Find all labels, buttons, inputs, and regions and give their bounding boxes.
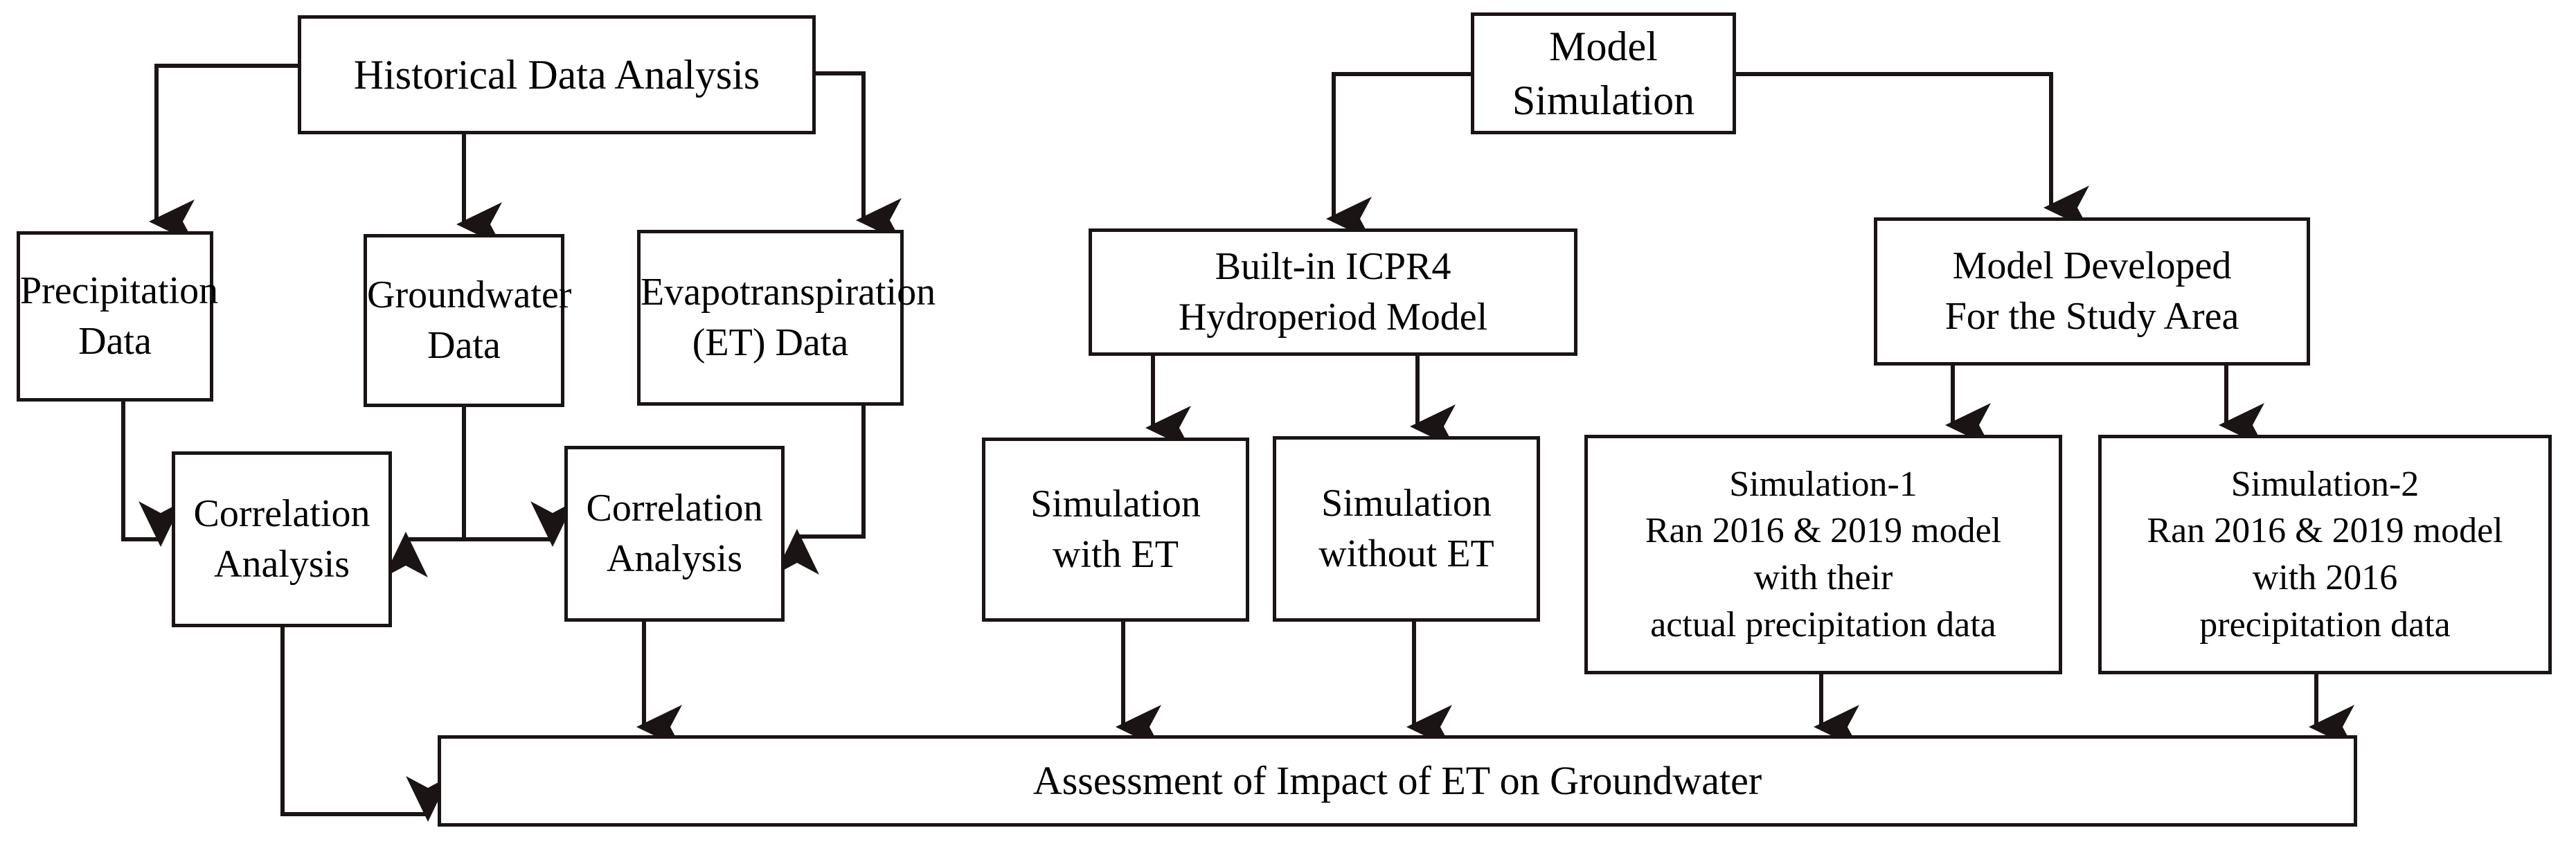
node-simulation-with-et[interactable]: Simulation with ET	[982, 438, 1249, 622]
node-model-simulation[interactable]: Model Simulation	[1471, 12, 1736, 134]
node-assessment-of-impact[interactable]: Assessment of Impact of ET on Groundwate…	[438, 735, 2357, 827]
edge-modelsim-to-modeldeveloped	[1736, 72, 2089, 230]
edge-et-to-correlation2	[775, 406, 866, 575]
edge-precipitation-to-correlation1	[121, 402, 183, 547]
node-assessment-of-impact-label: Assessment of Impact of ET on Groundwate…	[1032, 758, 1762, 804]
node-model-developed-for-study-area[interactable]: Model Developed For the Study Area	[1874, 217, 2310, 366]
edge-historical-to-et	[816, 71, 902, 242]
node-groundwater-data[interactable]: Groundwater Data	[364, 234, 571, 407]
edge-historical-to-precipitation	[149, 64, 298, 244]
node-precipitation-data-label: Precipitation Data	[20, 269, 219, 363]
node-correlation-analysis-2[interactable]: Correlation Analysis	[564, 446, 785, 622]
node-historical-data-analysis-label: Historical Data Analysis	[353, 52, 760, 98]
node-simulation-1[interactable]: Simulation-1 Ran 2016 & 2019 model with …	[1584, 435, 2062, 674]
node-correlation-analysis-1[interactable]: Correlation Analysis	[172, 451, 392, 627]
node-correlation-analysis-1-label: Correlation Analysis	[193, 492, 370, 586]
node-evapotranspiration-data-label: Evapotranspiration (ET) Data	[641, 271, 936, 364]
node-groundwater-data-label: Groundwater Data	[367, 273, 572, 367]
node-simulation-without-et-label: Simulation without ET	[1318, 482, 1494, 575]
node-builtin-icpr4-hydroperiod-model-label: Built-in ICPR4 Hydroperiod Model	[1178, 245, 1488, 339]
node-simulation-1-label: Simulation-1 Ran 2016 & 2019 model with …	[1645, 464, 2002, 645]
node-evapotranspiration-data[interactable]: Evapotranspiration (ET) Data	[637, 230, 936, 406]
node-simulation-without-et[interactable]: Simulation without ET	[1273, 436, 1540, 622]
node-correlation-analysis-2-label: Correlation Analysis	[586, 487, 763, 580]
edge-correlation1-to-assessment	[280, 627, 450, 822]
node-simulation-2-label: Simulation-2 Ran 2016 & 2019 model with …	[2147, 464, 2503, 645]
node-precipitation-data[interactable]: Precipitation Data	[17, 231, 218, 402]
node-model-developed-for-study-area-label: Model Developed For the Study Area	[1944, 244, 2239, 338]
node-builtin-icpr4-hydroperiod-model[interactable]: Built-in ICPR4 Hydroperiod Model	[1089, 228, 1577, 356]
node-simulation-with-et-label: Simulation with ET	[1030, 483, 1201, 576]
edge-modelsim-to-icpr4	[1326, 72, 1471, 241]
node-simulation-2[interactable]: Simulation-2 Ran 2016 & 2019 model with …	[2098, 435, 2552, 674]
node-historical-data-analysis[interactable]: Historical Data Analysis	[298, 15, 816, 134]
node-model-simulation-label: Model Simulation	[1512, 24, 1695, 123]
